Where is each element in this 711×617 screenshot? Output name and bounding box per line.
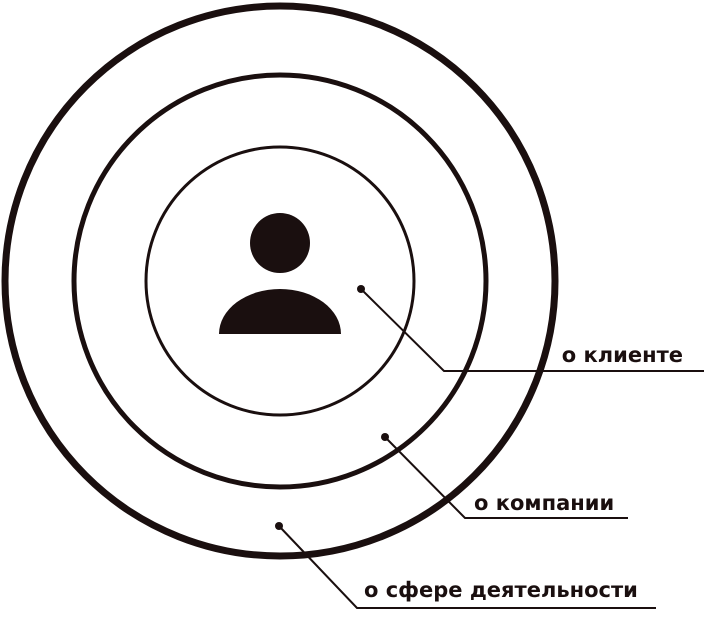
label-company: о компании — [474, 491, 614, 515]
middle-ring-company — [71, 72, 489, 490]
person-shoulders — [219, 289, 341, 334]
label-client: о клиенте — [562, 343, 683, 367]
label-industry: о сфере деятельности — [364, 578, 638, 602]
person-head — [250, 213, 310, 273]
person-icon — [219, 213, 341, 334]
leader-line-company — [384, 436, 628, 519]
leader-line-industry — [278, 525, 656, 609]
leader-line-client — [360, 288, 704, 372]
leader-client: о клиенте — [357, 285, 704, 372]
outer-ring-industry — [1, 2, 559, 560]
inner-ring-client — [144, 145, 416, 417]
leader-industry: о сфере деятельности — [275, 522, 656, 609]
leader-company: о компании — [381, 433, 628, 519]
